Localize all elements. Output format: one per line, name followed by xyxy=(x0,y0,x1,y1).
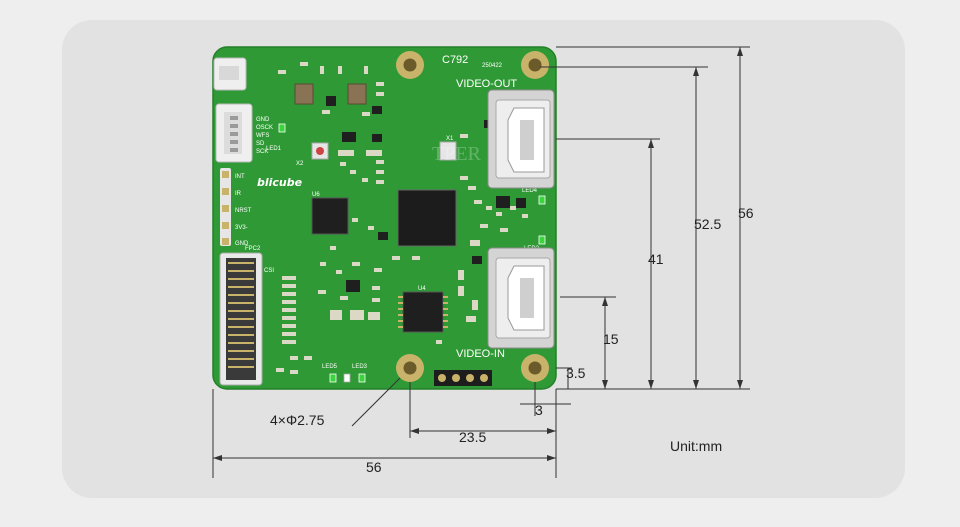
pcb-substrate xyxy=(212,46,557,390)
chip-u6 xyxy=(311,197,349,235)
dimension-arrows xyxy=(213,47,743,461)
pin-label-nrst: NRST xyxy=(235,208,252,214)
watermark: TPER xyxy=(432,143,482,165)
dim-height-41: 41 xyxy=(648,251,664,267)
led-5 xyxy=(329,373,337,383)
crystal-x1 xyxy=(439,141,457,161)
pin-label-ir: IR xyxy=(235,191,242,197)
led-4 xyxy=(538,195,546,205)
svg-text:X1: X1 xyxy=(446,136,454,142)
svg-text:LED1: LED1 xyxy=(266,146,282,152)
unit-label: Unit:mm xyxy=(670,438,722,454)
mounting-hole-bottom-right xyxy=(521,354,549,382)
pin-label-3v3: 3V3- xyxy=(235,225,248,231)
dim-height-15: 15 xyxy=(603,331,619,347)
pcb-board: GND OSCK WFS SD SCK INT IR NRST 3V3- GND xyxy=(212,46,557,390)
mounting-hole-top-middle xyxy=(396,51,424,79)
svg-text:LED5: LED5 xyxy=(322,364,338,370)
hole-note: 4×Φ2.75 xyxy=(270,412,325,428)
brand-logo: blicube xyxy=(257,176,303,189)
hdmi-video-in-connector xyxy=(487,247,555,349)
inductor-1 xyxy=(294,83,314,105)
led-3 xyxy=(358,373,366,383)
mounting-hole-bottom-middle xyxy=(396,354,424,382)
led-1 xyxy=(278,123,286,133)
dim-height-52-5: 52.5 xyxy=(694,216,721,232)
pin-label-int: INT xyxy=(235,174,245,180)
dimension-lines xyxy=(212,46,750,478)
svg-text:LED4: LED4 xyxy=(522,188,538,194)
pin-label-gnd-side: GND xyxy=(235,241,249,247)
led-2 xyxy=(538,235,546,245)
svg-text:U4: U4 xyxy=(418,286,426,292)
passive-components xyxy=(276,62,528,374)
dim-span-23-5: 23.5 xyxy=(459,429,486,445)
csi-label: CSI xyxy=(264,268,274,274)
hdmi-video-out-connector xyxy=(487,89,555,189)
fpc-label: FPC2 xyxy=(245,246,261,252)
dim-width-56: 56 xyxy=(366,459,382,475)
video-out-label: VIDEO-OUT xyxy=(456,78,517,90)
chip-u4 xyxy=(402,291,444,333)
svg-text:U6: U6 xyxy=(312,192,320,198)
pin-label-gnd-top: GND xyxy=(256,117,270,123)
bottom-4pin-header xyxy=(434,370,492,386)
chip-main-soc xyxy=(397,189,457,247)
pin-label-sd: SD xyxy=(256,141,265,147)
svg-text:X2: X2 xyxy=(296,161,304,167)
dim-offset-3-5: 3.5 xyxy=(566,365,586,381)
dim-offset-3: 3 xyxy=(535,402,543,418)
svg-text:LED3: LED3 xyxy=(352,364,368,370)
mounting-hole-top-right xyxy=(521,51,549,79)
pin-label-sck: SCK xyxy=(256,149,268,155)
pin-label-osck: OSCK xyxy=(256,125,273,131)
pin-label-wfs: WFS xyxy=(256,133,269,139)
video-in-label: VIDEO-IN xyxy=(456,348,505,360)
board-model: C792 xyxy=(442,54,468,66)
board-revision: 250422 xyxy=(482,63,503,69)
inductor-2 xyxy=(347,83,367,105)
led-5b xyxy=(343,373,351,383)
dim-height-56: 56 xyxy=(738,205,754,221)
